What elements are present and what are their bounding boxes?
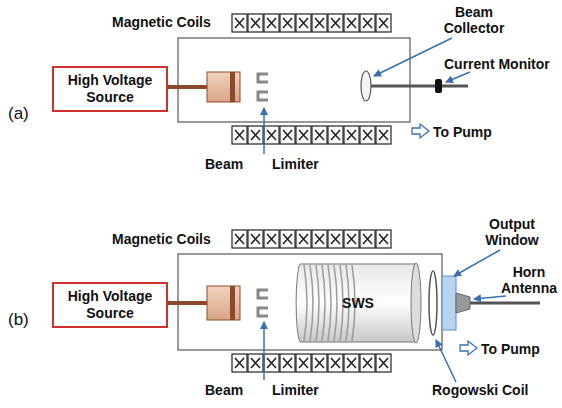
- hv-feed: [168, 301, 208, 305]
- node-text: SWS: [342, 295, 374, 312]
- panel-label: (a): [8, 104, 29, 124]
- leader-line: [454, 250, 500, 276]
- cathode-face: [230, 286, 235, 320]
- hv-feed: [168, 85, 208, 89]
- panel-label: (b): [8, 310, 29, 330]
- output-window: [442, 276, 456, 330]
- beam-limiter: [258, 74, 268, 82]
- part-label: Beam: [205, 382, 243, 398]
- cathode: [207, 286, 240, 320]
- part-label: Limiter: [272, 382, 319, 398]
- collector-rod: [371, 85, 468, 88]
- leader-line: [446, 72, 470, 82]
- beam-limiter: [258, 290, 268, 298]
- part-label: Beam Collector: [426, 4, 522, 36]
- leader-line: [263, 322, 265, 380]
- vacuum-chamber: [178, 38, 410, 122]
- part-label: Limiter: [272, 156, 319, 172]
- slow-wave-structure: SWS: [294, 262, 422, 344]
- source-box: High Voltage Source: [52, 66, 168, 112]
- pump-arrow: [412, 124, 429, 138]
- part-label: Magnetic Coils: [112, 231, 211, 247]
- part-label: Output Window: [470, 216, 554, 248]
- pump-arrow: [460, 341, 477, 355]
- part-label: Magnetic Coils: [112, 14, 211, 30]
- part-label: To Pump: [433, 124, 492, 140]
- cathode-face: [230, 72, 235, 102]
- node-text: High Voltage Source: [60, 288, 160, 322]
- part-label: Rogowski Coil: [432, 382, 528, 398]
- part-label: Horn Antenna: [500, 264, 558, 296]
- part-label: Beam: [205, 156, 243, 172]
- leader-line: [263, 108, 265, 154]
- rogowski-coil: [429, 271, 437, 335]
- current-monitor: [435, 79, 442, 93]
- vacuum-chamber: [178, 254, 442, 350]
- waveguide: [470, 302, 540, 305]
- leader-line: [436, 340, 456, 382]
- leader-line: [474, 296, 506, 299]
- part-label: To Pump: [481, 341, 540, 357]
- leader-line: [374, 38, 452, 76]
- source-box: High Voltage Source: [52, 282, 168, 328]
- part-label: Current Monitor: [444, 56, 550, 72]
- node-text: High Voltage Source: [60, 72, 160, 106]
- cathode: [207, 72, 240, 102]
- horn-antenna: [456, 293, 470, 313]
- beam-limiter: [258, 92, 268, 100]
- beam-limiter: [258, 308, 268, 316]
- beam-collector: [361, 71, 371, 101]
